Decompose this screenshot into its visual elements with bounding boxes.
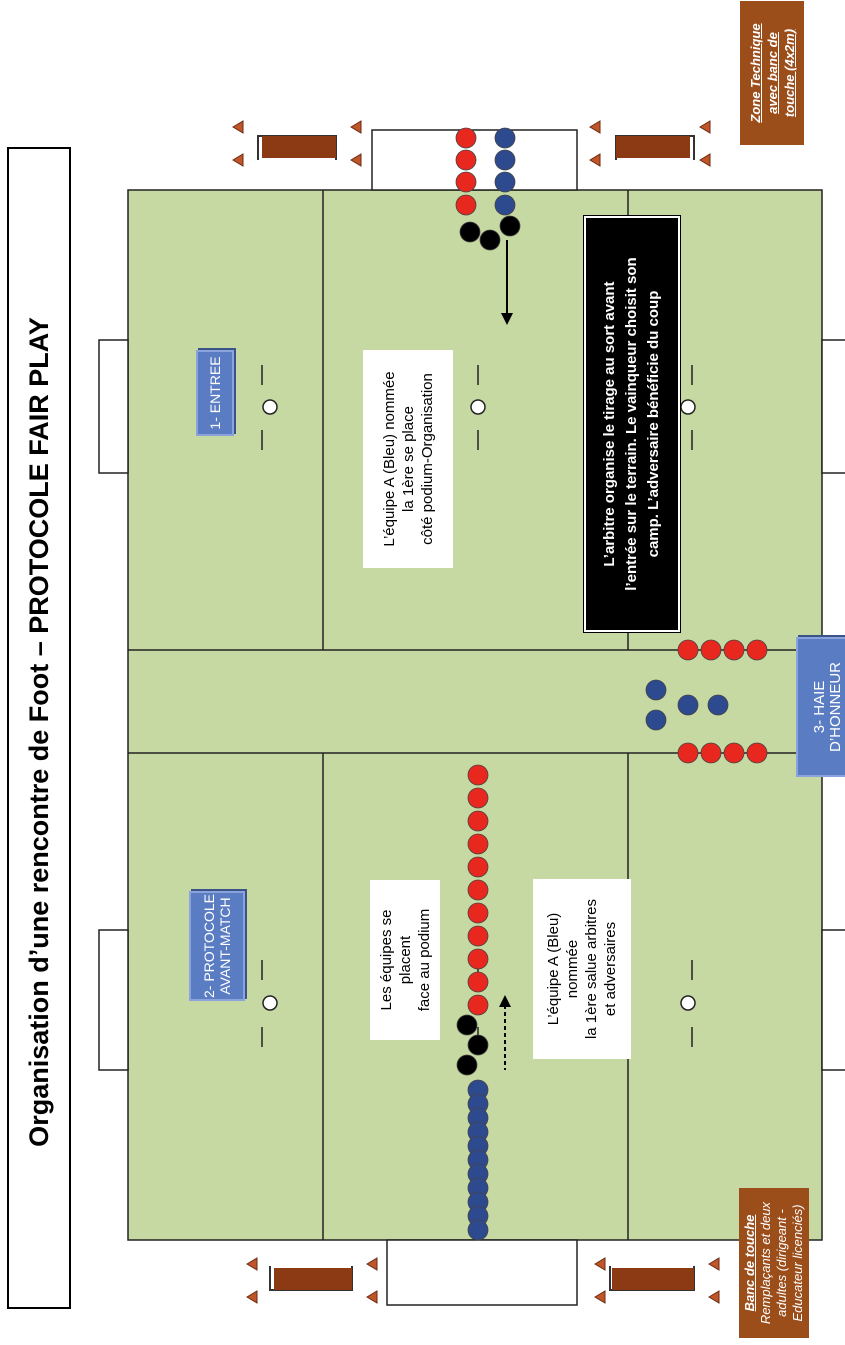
note-salue: L’équipe A (Bleu) nommée la 1ère salue a… [533, 879, 631, 1059]
players [455, 127, 768, 1241]
protocole-avant-match-label: 2- PROTOCOLE AVANT-MATCH [189, 891, 245, 1001]
note-placent: Les équipes se placent face au podium [370, 880, 440, 1040]
player-blue [494, 127, 516, 149]
player-red [467, 902, 489, 924]
zone-technique-line: touche (4x2m) [781, 28, 797, 118]
player-blue [494, 149, 516, 171]
player-red [467, 856, 489, 878]
salute-arrow [499, 995, 511, 1070]
player-red [467, 764, 489, 786]
zone-technique-line: Zone Technique [747, 23, 763, 123]
player-red [746, 742, 768, 764]
player-red [455, 171, 477, 193]
bench [257, 135, 337, 160]
player-red [455, 127, 477, 149]
player-red [455, 194, 477, 216]
goal [98, 929, 129, 1071]
player-red [677, 742, 699, 764]
player-blue [494, 171, 516, 193]
player-blue [645, 679, 667, 701]
player-blue [645, 709, 667, 731]
note-line: et adversaires [602, 921, 619, 1017]
banc-touche-line: Remplaçants et deux [758, 1201, 773, 1325]
note-equipe-a-place: L’équipe A (Bleu) nommée la 1ère se plac… [363, 350, 453, 568]
center-spot [262, 995, 278, 1011]
note-line: côté podium-Organisation [418, 373, 436, 545]
protocole-label-line1: 2- PROTOCOLE [201, 894, 217, 998]
player-red [467, 948, 489, 970]
player-blue [677, 694, 699, 716]
player-red [467, 925, 489, 947]
note-line: la 1ère salue arbitres [583, 898, 600, 1040]
bench [609, 1266, 695, 1291]
note-line: Les équipes se placent [377, 909, 414, 1011]
player-red [700, 742, 722, 764]
goal [821, 339, 845, 474]
banc-touche-box: Banc de touche Remplaçants et deux adult… [739, 1188, 809, 1338]
note-line: L’équipe A (Bleu) nommée [545, 912, 581, 1026]
entree-label: 1- ENTREE [196, 350, 234, 436]
player-red [723, 742, 745, 764]
referee [456, 1014, 478, 1036]
referee [459, 221, 481, 243]
haie-label-line2: D’HONNEUR [827, 662, 844, 752]
player-red [723, 639, 745, 661]
note-line: camp. L’adversaire bénéficie du coup [645, 290, 662, 558]
bench [269, 1266, 353, 1291]
haie-label-line1: 3- HAIE [811, 680, 828, 734]
player-red [467, 787, 489, 809]
player-red [467, 833, 489, 855]
banc-touche-line: Educateur licenciés) [790, 1204, 805, 1322]
center-spot [680, 399, 696, 415]
tunnel-bottom [386, 1239, 578, 1306]
referee [467, 1034, 489, 1056]
referee [499, 215, 521, 237]
player-red [467, 971, 489, 993]
player-red [467, 994, 489, 1016]
goal [98, 339, 129, 474]
center-spot [680, 995, 696, 1011]
note-line: face au podium [415, 908, 433, 1012]
player-blue [467, 1219, 489, 1241]
player-red [700, 639, 722, 661]
banc-touche-line: adultes (dirigeant - [774, 1209, 789, 1317]
zone-technique-line: avec banc de [764, 32, 780, 114]
note-line: L’arbitre organise le tirage au sort ava… [601, 281, 618, 567]
entry-arrow [501, 240, 513, 325]
player-blue [494, 194, 516, 216]
referee [479, 229, 501, 251]
player-red [677, 639, 699, 661]
player-red [455, 149, 477, 171]
player-red [467, 879, 489, 901]
bench [615, 135, 695, 160]
protocole-label-line2: AVANT-MATCH [217, 897, 233, 995]
note-line: la 1ère se place [399, 406, 417, 512]
center-spot [470, 399, 486, 415]
note-line: L’équipe A (Bleu) nommée [380, 371, 398, 547]
banc-touche-heading: Banc de touche [742, 1214, 757, 1312]
note-line: l’entrée sur le terrain. Le vainqueur ch… [623, 257, 640, 591]
player-red [467, 810, 489, 832]
referee [456, 1054, 478, 1076]
title-frame [7, 147, 71, 1309]
goal [821, 929, 845, 1071]
center-spot [262, 399, 278, 415]
note-arbitre: L’arbitre organise le tirage au sort ava… [583, 211, 681, 637]
player-blue [707, 694, 729, 716]
player-red [746, 639, 768, 661]
zone-technique-box: Zone Technique avec banc de touche (4x2m… [740, 1, 804, 145]
page-title: Organisation d’une rencontre de Foot – P… [23, 317, 54, 1147]
haie-honneur-label: 3- HAIE D’HONNEUR [796, 637, 845, 777]
zone-cones [232, 120, 720, 1304]
